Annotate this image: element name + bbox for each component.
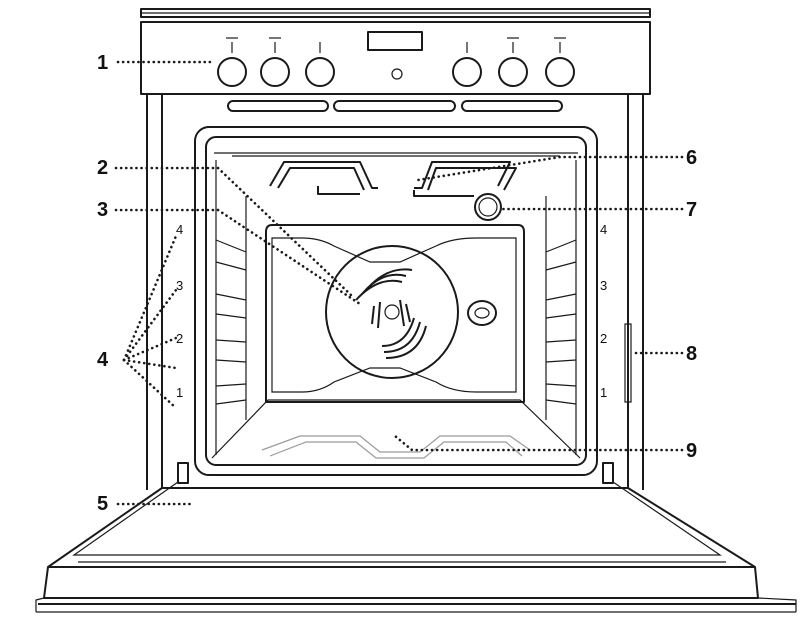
callout-6: 6	[686, 147, 697, 169]
oven-door	[35, 481, 797, 613]
right-knobs	[452, 37, 575, 87]
side-panel-edge	[624, 323, 632, 403]
callout-4: 4	[97, 349, 109, 371]
callout-8: 8	[686, 343, 697, 365]
oven-top-trim	[140, 8, 651, 18]
shelf-level-label: 1	[176, 385, 183, 400]
back-wall	[265, 224, 525, 403]
leader-lines	[114, 60, 684, 506]
callout-2: 2	[97, 157, 108, 179]
shelf-level-label: 1	[600, 385, 607, 400]
left-side-racks	[215, 160, 247, 455]
callout-7: 7	[686, 199, 697, 221]
control-panel	[140, 21, 651, 95]
callout-1: 1	[97, 52, 108, 74]
fan-cover	[325, 245, 497, 379]
callout-5: 5	[97, 493, 108, 515]
shelf-labels-right: 4 3 2 1	[600, 222, 607, 400]
shelf-level-label: 4	[176, 222, 183, 237]
callout-3: 3	[97, 199, 108, 221]
callout-9: 9	[686, 440, 697, 462]
shelf-level-label: 3	[600, 278, 607, 293]
callout-labels: 1 2 3 4 5 6 7 8 9	[97, 52, 697, 515]
indicator-light	[391, 68, 403, 80]
right-side-racks	[545, 160, 577, 455]
bottom-heating-element	[261, 435, 531, 459]
left-knobs	[217, 37, 335, 87]
shelf-level-label: 3	[176, 278, 183, 293]
shelf-level-label: 4	[600, 222, 607, 237]
shelf-labels-left: 4 3 2 1	[176, 222, 183, 400]
shelf-level-label: 2	[176, 331, 183, 346]
knob	[498, 57, 528, 87]
door-hinges	[177, 462, 614, 484]
knob	[452, 57, 482, 87]
oven-light	[474, 193, 502, 221]
shelf-level-label: 2	[600, 331, 607, 346]
oven-cavity	[194, 126, 598, 476]
knob	[305, 57, 335, 87]
vent-slots	[227, 100, 563, 112]
knob	[260, 57, 290, 87]
display-window	[367, 31, 423, 51]
top-heating-element	[232, 155, 560, 197]
knob	[217, 57, 247, 87]
oven-body	[146, 93, 644, 490]
knob	[545, 57, 575, 87]
